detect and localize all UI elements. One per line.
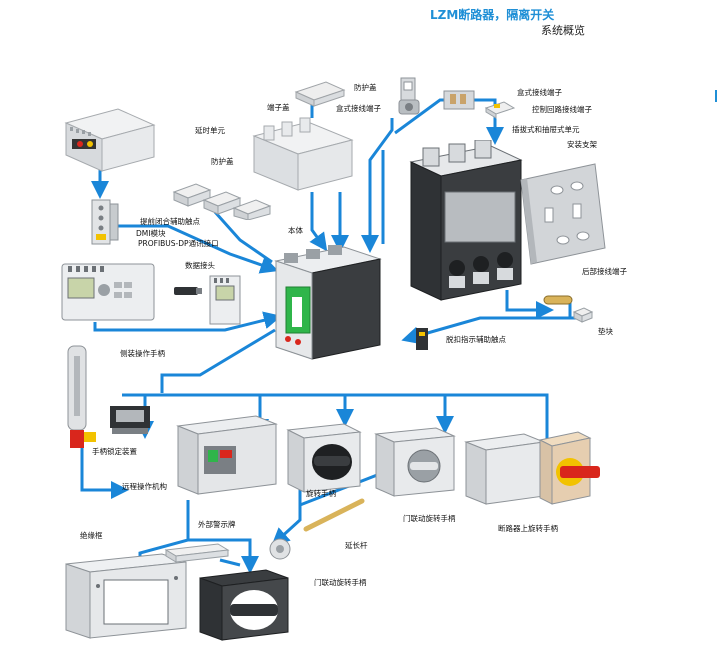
mounting-bracket-image	[520, 163, 606, 265]
label-rear-terminal: 后部接线端子	[582, 267, 627, 276]
label-external-indicator: 外部警示牌	[198, 520, 236, 529]
label-profibus: PROFIBUS-DP通讯接口	[138, 239, 219, 248]
line-spacer	[401, 316, 590, 345]
edge-marker	[715, 90, 717, 102]
label-aux-contact: 提前闭合辅助触点	[140, 217, 200, 226]
trip-indicator-image	[416, 328, 428, 350]
round-indicator-image	[269, 538, 291, 560]
label-extension-shaft: 延长杆	[345, 541, 368, 550]
breaker-rotary-handle-image	[464, 431, 600, 505]
label-remote-operator: 远程操作机构	[122, 482, 167, 491]
label-data-connector: 数据接头	[185, 261, 215, 270]
plugin-unit-image	[409, 140, 523, 301]
label-rotary-handle: 旋转手柄	[306, 489, 336, 498]
label-door-rotary-handle-2: 门联动旋转手柄	[314, 578, 367, 587]
data-connector-image	[174, 287, 202, 295]
label-protective-cover-top: 防护盖	[354, 83, 377, 92]
line-side-handle	[80, 440, 129, 499]
control-terminal-image	[484, 101, 516, 119]
profibus-module-image	[209, 275, 241, 325]
label-control-terminal: 控制回路接线端子	[532, 105, 592, 114]
remote-operator-image	[176, 415, 278, 495]
label-dmi-module: DMI模块	[136, 229, 166, 238]
protective-cover-mid-image	[172, 183, 272, 220]
line-terminal-cover	[309, 192, 328, 252]
label-spacer: 垫块	[598, 327, 613, 336]
label-plugin-unit: 插拔式和抽屉式单元	[512, 125, 580, 134]
label-box-terminal-2: 盒式接线端子	[517, 88, 562, 97]
external-indicator-image	[164, 543, 230, 563]
line-box-terminal	[361, 118, 394, 253]
page-title: LZM断路器，隔离开关	[430, 8, 555, 22]
handle-lock-image	[110, 406, 150, 434]
box-terminal-2-image	[443, 90, 475, 110]
terminal-cover-image	[252, 117, 354, 191]
line-protective-cover	[213, 211, 273, 264]
line-aux-contact	[118, 224, 279, 274]
label-insulation-frame: 绝缘框	[80, 531, 103, 540]
line-bottom-branch-2	[219, 558, 241, 567]
label-breaker-rotary-handle: 断路器上旋转手柄	[498, 524, 558, 533]
box-terminal-image	[398, 77, 420, 115]
main-body-image	[274, 245, 382, 360]
extension-shaft-image	[303, 498, 365, 532]
label-box-terminal: 盒式接线端子	[336, 104, 381, 113]
label-protective-cover-mid: 防护盖	[211, 157, 234, 166]
door-rotary-handle-image	[374, 427, 456, 497]
side-handle-image	[67, 345, 96, 448]
label-side-handle: 侧装操作手柄	[120, 349, 165, 358]
label-main-body: 本体	[288, 226, 303, 235]
line-body-down	[160, 328, 276, 393]
label-terminal-cover: 端子盖	[267, 103, 290, 112]
line-main-bus	[122, 393, 549, 440]
label-delay-unit: 延时单元	[195, 126, 225, 135]
insulation-frame-image	[65, 553, 187, 639]
label-trip-indicator: 脱扣指示辅助触点	[446, 335, 506, 344]
line-bottom-branch	[188, 538, 259, 574]
protective-cover-top-image	[294, 81, 346, 107]
spacer-block-image	[572, 307, 594, 323]
label-door-rotary-handle: 门联动旋转手柄	[403, 514, 456, 523]
label-mounting-bracket: 安装支架	[567, 140, 597, 149]
door-rotary-handle-2-image	[199, 569, 289, 641]
dmi-module-image	[61, 263, 155, 321]
rotary-handle-image	[286, 423, 362, 493]
rear-terminal-image	[543, 295, 573, 305]
label-handle-lock: 手柄锁定装置	[92, 447, 137, 456]
delay-unit-image	[64, 108, 156, 172]
aux-contact-image	[91, 199, 119, 245]
page-subtitle: 系统概览	[541, 24, 585, 37]
line-rear-terminal	[505, 290, 554, 319]
line-dmi	[93, 311, 282, 332]
